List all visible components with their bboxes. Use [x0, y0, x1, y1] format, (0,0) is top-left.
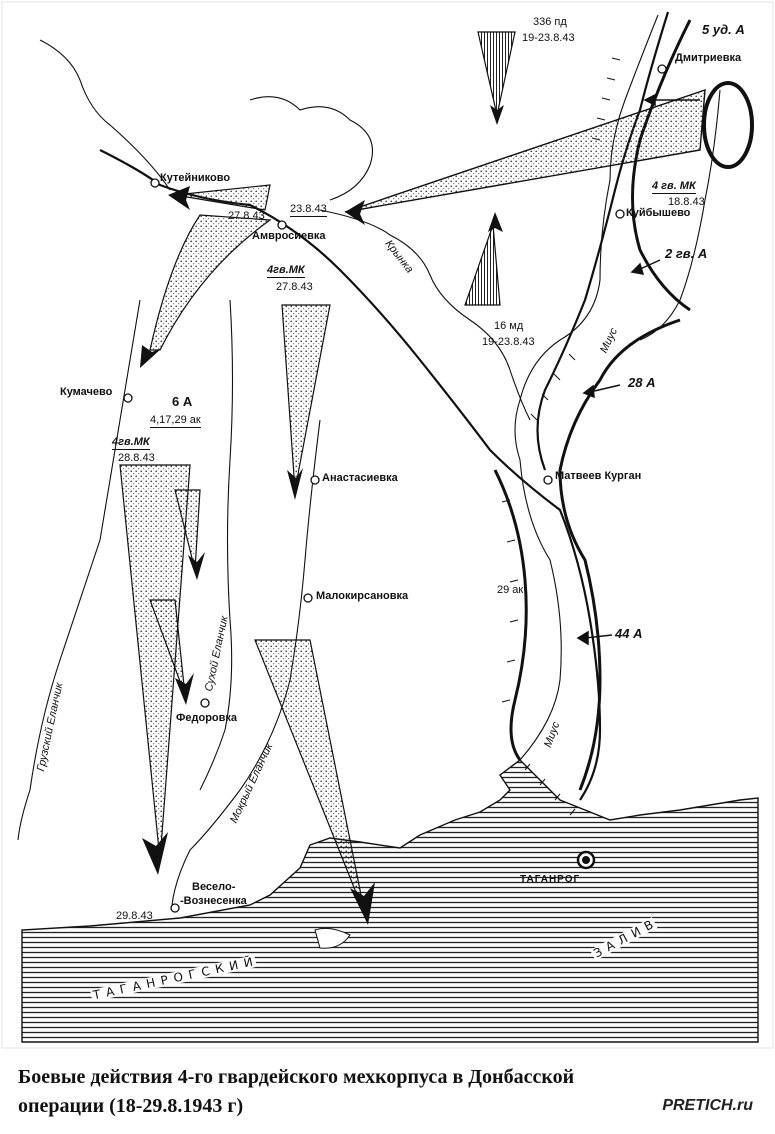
- map-border: [1, 1, 774, 1049]
- arrow-336: [477, 31, 516, 116]
- label-veselo-2: -Вознесенка: [180, 895, 247, 907]
- label-malokirsanovka: Малокирсановка: [316, 590, 409, 602]
- thrust-mk-start: [344, 88, 706, 213]
- label-veselo-1: Весело-: [192, 881, 236, 893]
- river-krynka: [319, 209, 531, 421]
- label-kuibyshevo: Куйбышево: [626, 207, 691, 219]
- river-gruzsky: [17, 299, 141, 841]
- label-mk-west: 4гв.МК: [112, 436, 150, 450]
- town-veselo-marker: [170, 903, 180, 913]
- label-matveev: Матвеев Курган: [555, 470, 642, 482]
- encirclement-oval: [702, 81, 754, 169]
- arrow-336-head: [490, 105, 504, 125]
- label-mk-start-date: 18.8.43: [668, 196, 705, 208]
- label-corps29: 29 ак: [497, 584, 524, 596]
- thrust-west-3: [149, 599, 186, 696]
- front-ticks-3: [501, 499, 519, 703]
- front-line-east: [631, 19, 692, 312]
- map-drawing: [1, 1, 774, 1049]
- town-matveev-marker: [543, 475, 553, 485]
- label-mk-mid: 4гв.МК: [267, 264, 305, 278]
- map-caption: Боевые действия 4-го гвардейского мехкор…: [18, 1063, 718, 1121]
- label-kumachevo: Кумачево: [60, 386, 113, 398]
- front-ticks-2: [530, 353, 576, 421]
- label-mk-start: 4 гв. МК: [652, 180, 696, 194]
- thrust-kumachevo: [149, 214, 272, 351]
- label-amvrosievka: Амвросиевка: [252, 230, 326, 242]
- thrust-south-arrow: [350, 882, 375, 925]
- railway-east: [536, 11, 670, 471]
- label-date-23: 23.8.43: [290, 203, 327, 217]
- operation-map: 5 уд. А 2 гв. А 28 А 44 А 6 А 4,17,29 ак…: [1, 1, 774, 1049]
- label-dmitrovka: Дмитриевка: [675, 52, 742, 64]
- thrust-west-3-arrow: [175, 673, 194, 705]
- caption-line-2: операции (18-29.8.1943 г): [18, 1095, 244, 1117]
- thrust-anastasievka-arrow: [287, 468, 303, 500]
- thrust-mk-start-arrow: [345, 200, 365, 225]
- front-ticks-1: [591, 57, 621, 141]
- town-anastasievka-marker: [310, 475, 320, 485]
- army-arrow-2-head: [630, 262, 645, 275]
- label-army6: 6 А: [172, 394, 193, 409]
- thrust-kumachevo-arrow: [140, 345, 162, 368]
- army-arrow-44: [584, 634, 613, 639]
- thrust-west-1-arrow: [142, 832, 168, 875]
- army-arrow-28-head: [582, 384, 595, 399]
- label-div16: 16 мд: [494, 320, 524, 332]
- river-east-border: [639, 89, 721, 341]
- label-mk-mid-date: 27.8.43: [276, 281, 313, 293]
- thrust-west-2-arrow: [188, 552, 205, 580]
- front-ticks-4: [524, 763, 576, 816]
- front-line-28: [558, 318, 681, 791]
- town-taganrog-dot: [582, 856, 590, 864]
- label-div16-date: 19-23.8.43: [482, 336, 535, 348]
- town-fedorovka-marker: [200, 698, 210, 708]
- army-arrow-5-head: [643, 93, 656, 107]
- label-army28: 28 А: [628, 375, 656, 390]
- town-kuibyshevo-marker: [615, 209, 625, 219]
- arrow-16-head: [488, 212, 503, 232]
- label-army5: 5 уд. А: [702, 22, 745, 37]
- thrust-south: [254, 639, 366, 916]
- town-malokirsanovka-marker: [303, 593, 313, 603]
- label-anastasievka: Анастасиевка: [322, 472, 398, 484]
- site-watermark: PRETICH.ru: [662, 1097, 753, 1114]
- taganrog-gulf: [21, 759, 759, 1043]
- arrow-16: [464, 224, 501, 306]
- label-kuteinikovo: Кутейниково: [160, 172, 231, 184]
- label-div336-date: 19-23.8.43: [522, 32, 575, 44]
- label-date-29: 29.8.43: [116, 910, 153, 922]
- label-army6-sub: 4,17,29 ак: [150, 414, 201, 428]
- label-army44: 44 А: [615, 626, 643, 641]
- town-kuteinikovo-marker: [150, 178, 160, 188]
- label-fedorovka: Федоровка: [176, 712, 238, 724]
- army-arrow-44-head: [576, 630, 589, 646]
- town-dmitrovka-marker: [657, 64, 667, 74]
- label-date-27: 27.8.43: [228, 210, 265, 222]
- thrust-west-2: [174, 489, 201, 571]
- label-mk-west-date: 28.8.43: [118, 452, 155, 464]
- thrust-anastasievka: [281, 304, 331, 491]
- caption-line-1: Боевые действия 4-го гвардейского мехкор…: [18, 1066, 575, 1088]
- front-line-29: [493, 469, 528, 761]
- label-div336: 336 пд: [533, 16, 567, 28]
- army-arrow-28: [589, 384, 621, 393]
- river-top-lake: [249, 96, 374, 201]
- river-top-west: [39, 39, 171, 191]
- river-sukhoi: [199, 299, 234, 791]
- label-taganrog: ТАГАНРОГ: [520, 874, 581, 885]
- town-amvrosievka-marker: [277, 220, 287, 230]
- thrust-kuteinikovo: [174, 184, 271, 211]
- coast-spit: [314, 927, 351, 949]
- town-kumachevo-marker: [123, 393, 133, 403]
- thrust-kuteinikovo-arrow: [168, 186, 190, 210]
- label-army2: 2 гв. А: [665, 246, 708, 261]
